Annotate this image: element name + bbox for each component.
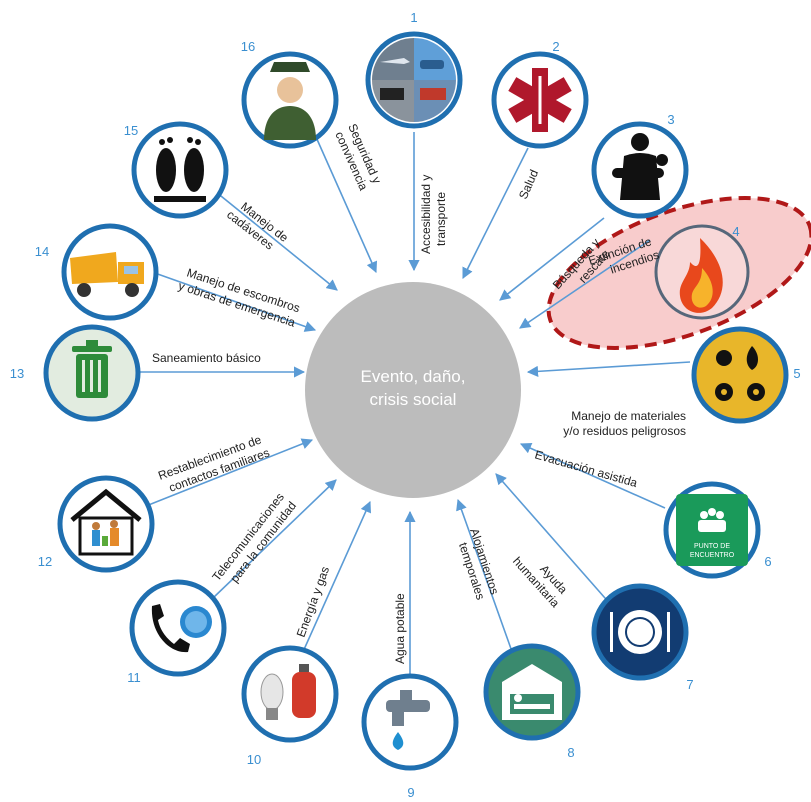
number-1: 1	[410, 10, 417, 25]
label-13: Saneamiento básico	[152, 351, 261, 365]
label-1: Accesibilidad y transporte	[419, 175, 448, 254]
water-tap-icon	[386, 690, 430, 750]
transport-icon	[372, 38, 456, 122]
label-16: Seguridad y convivencia	[332, 122, 384, 193]
number-13: 13	[10, 366, 24, 381]
footprints-icon	[154, 137, 206, 202]
svg-text:y/o residuos peligrosos: y/o residuos peligrosos	[563, 424, 686, 438]
trash-can-icon	[72, 340, 112, 398]
node-16	[241, 51, 339, 149]
node-6: PUNTO DE ENCUENTRO	[663, 481, 761, 579]
node-3	[591, 121, 689, 219]
soldier-icon	[264, 62, 316, 140]
node-7	[591, 583, 689, 681]
node-2	[491, 51, 589, 149]
number-8: 8	[567, 745, 574, 760]
label-12: Restablecimiento de contactos familiares	[156, 432, 271, 494]
rescuer-icon	[612, 133, 668, 200]
node-8	[483, 643, 581, 741]
number-15: 15	[124, 123, 138, 138]
label-5: Manejo de materiales y/o residuos peligr…	[563, 409, 686, 438]
label-8: Alojamientos temporales	[456, 527, 502, 602]
meeting-point-icon: PUNTO DE ENCUENTRO	[676, 494, 748, 566]
number-2: 2	[552, 39, 559, 54]
number-9: 9	[407, 785, 414, 800]
arrows	[139, 127, 691, 676]
svg-text:Agua potable: Agua potable	[393, 593, 407, 664]
node-13	[43, 324, 141, 422]
node-5	[691, 326, 789, 424]
node-14	[61, 223, 159, 321]
number-5: 5	[793, 366, 800, 381]
label-2: Salud	[516, 167, 541, 201]
label-6: Evacuación asistida	[533, 447, 639, 490]
svg-text:Evacuación asistida: Evacuación asistida	[533, 447, 639, 490]
hazard-icon	[715, 346, 765, 401]
plate-icon	[610, 610, 670, 654]
number-14: 14	[35, 244, 49, 259]
node-4	[654, 224, 750, 320]
number-10: 10	[247, 752, 261, 767]
phone-icon	[151, 604, 212, 653]
number-4: 4	[732, 224, 739, 239]
label-9: Agua potable	[393, 593, 407, 664]
label-15: Manejo de cadáveres	[224, 199, 291, 252]
number-7: 7	[686, 677, 693, 692]
number-12: 12	[38, 554, 52, 569]
dump-truck-icon	[70, 252, 144, 297]
energy-gas-icon	[260, 664, 316, 720]
node-10	[241, 645, 339, 743]
label-14: Manejo de escombros y obras de emergenci…	[177, 266, 302, 330]
label-11: Telecomunicaciones para la comunidad	[209, 490, 299, 585]
center-circle	[305, 282, 521, 498]
star-of-life-icon	[508, 68, 572, 132]
svg-text:Accesibilidad y: Accesibilidad y	[419, 175, 433, 254]
node-15	[131, 121, 229, 219]
svg-text:Manejo de materiales: Manejo de materiales	[571, 409, 686, 423]
node-12	[57, 475, 155, 573]
number-3: 3	[667, 112, 674, 127]
center-title-line2: crisis social	[370, 390, 457, 409]
sign-line1: PUNTO DE	[694, 543, 730, 550]
sign-line2: ENCUENTRO	[690, 552, 735, 559]
family-house-icon	[70, 488, 142, 556]
center-title-line1: Evento, daño,	[361, 367, 466, 386]
svg-text:Saneamiento básico: Saneamiento básico	[152, 351, 261, 365]
number-11: 11	[127, 670, 141, 685]
label-7: Ayuda humanitaria	[510, 554, 570, 610]
number-16: 16	[241, 39, 255, 54]
svg-text:transporte: transporte	[434, 192, 448, 246]
node-1	[365, 31, 463, 129]
number-6: 6	[764, 554, 771, 569]
node-11	[129, 579, 227, 677]
fire-icon	[679, 238, 723, 313]
svg-text:Salud: Salud	[516, 167, 541, 201]
shelter-icon	[502, 664, 562, 720]
numbers: 1 2 3 4 5 6 7 8 9 10 11 12 13 14 15 16	[10, 10, 801, 800]
node-9	[361, 673, 459, 771]
